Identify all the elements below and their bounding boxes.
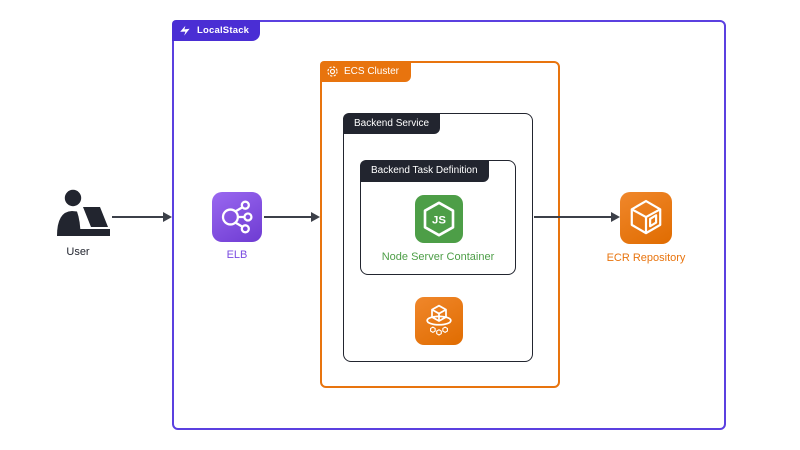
arrowhead-user-to-localstack xyxy=(163,212,172,222)
backend-service-badge: Backend Service xyxy=(343,113,441,134)
node-js-text: JS xyxy=(432,214,446,226)
ecs-cube-icon xyxy=(426,304,452,336)
arrowhead-service-to-ecr xyxy=(611,212,620,222)
localstack-logo-icon xyxy=(179,25,191,37)
elb-label: ELB xyxy=(226,249,248,261)
arrow-elb-to-cluster xyxy=(264,212,320,222)
arrow-user-to-localstack xyxy=(112,212,172,222)
arrow-service-to-ecr xyxy=(534,212,620,222)
arrowhead-elb-to-cluster xyxy=(311,212,320,222)
nodejs-hexagon-icon: JS xyxy=(423,201,455,237)
node-server-tile: JS xyxy=(415,195,463,243)
load-balancer-icon xyxy=(221,200,253,234)
ecs-cluster-box xyxy=(320,61,560,388)
elb-tile xyxy=(212,192,262,242)
ecr-label: ECR Repository xyxy=(606,252,686,264)
person-at-laptop-icon xyxy=(57,189,110,236)
node-server-label: Node Server Container xyxy=(381,251,495,263)
localstack-badge-label: LocalStack xyxy=(197,24,250,36)
localstack-badge: LocalStack xyxy=(172,20,261,41)
backend-task-definition-badge-label: Backend Task Definition xyxy=(371,165,478,176)
ecs-cluster-badge-label: ECS Cluster xyxy=(344,65,400,77)
backend-task-definition-badge: Backend Task Definition xyxy=(360,160,489,182)
user-label: User xyxy=(66,246,90,258)
ecr-cube-icon xyxy=(630,199,662,235)
ecr-tile xyxy=(620,192,672,244)
ecs-cluster-icon xyxy=(327,66,338,77)
localstack-box xyxy=(172,20,726,430)
ecs-service-tile xyxy=(415,297,463,345)
user-figure xyxy=(54,189,110,239)
ecs-cluster-badge: ECS Cluster xyxy=(320,61,412,82)
backend-service-badge-label: Backend Service xyxy=(354,117,430,129)
